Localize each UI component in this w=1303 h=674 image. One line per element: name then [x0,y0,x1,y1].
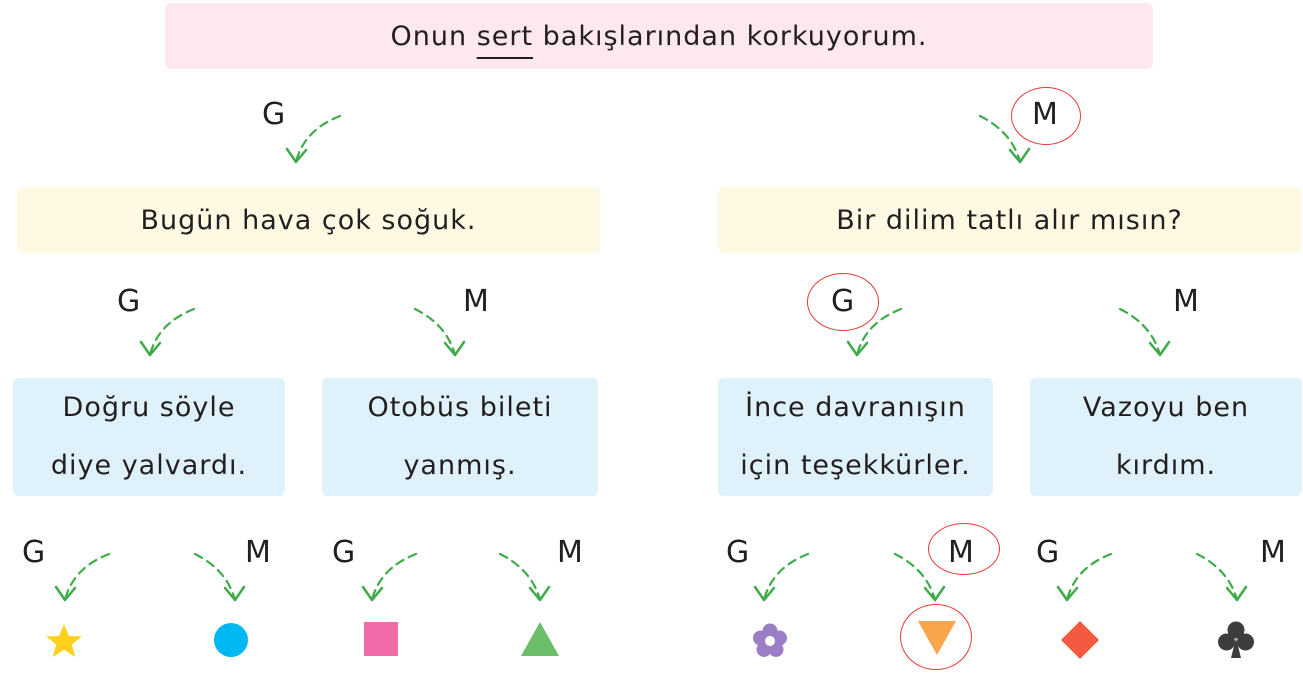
square-icon [364,622,398,656]
label-g-box2: G [332,535,356,570]
level3-box-3-line1: İnce davranışın [745,392,966,423]
diamond-icon [1061,621,1099,659]
highlight-circle-g-right [807,273,879,331]
arrow-m-box4 [1195,552,1248,602]
highlight-circle-m-root [1011,87,1081,145]
label-g-left: G [117,284,141,319]
level3-box-4-line2: kırdım. [1115,450,1217,481]
level3-box-1: Doğru söyle diye yalvardı. [13,378,285,496]
label-g-box1: G [22,535,46,570]
label-m-box1: M [245,535,271,570]
club-icon [1218,621,1254,658]
circle-icon [214,623,248,657]
star-icon [46,624,82,657]
underlined-word: sert [476,20,534,52]
arrow-g-root [285,114,342,164]
flower-icon [753,623,787,657]
root-sentence: Onun sert bakışlarından korkuyorum. [390,20,928,52]
level3-box-2-line2: yanmış. [403,450,517,481]
arrow-g-box4 [1056,552,1113,602]
level3-box-2: Otobüs bileti yanmış. [322,378,598,496]
arrow-g-box1 [54,552,111,602]
level3-box-4-line1: Vazoyu ben [1082,392,1250,423]
label-g-box3: G [726,535,750,570]
root-sentence-box: Onun sert bakışlarından korkuyorum. [165,3,1153,69]
arrow-g-left [139,307,196,357]
level3-box-2-line1: Otobüs bileti [367,392,553,423]
arrow-m-left [413,307,466,357]
arrow-m-box2 [498,552,551,602]
level3-box-1-line1: Doğru söyle [62,392,236,423]
label-m-box4: M [1260,535,1286,570]
arrow-g-box2 [361,552,418,602]
highlight-circle-triangle-down [900,604,972,670]
level2-right-box: Bir dilim tatlı alır mısın? [718,187,1301,253]
label-m-box2: M [557,535,583,570]
arrow-m-box1 [193,552,246,602]
triangle-down-icon [918,621,956,655]
level3-box-3-line2: için teşekkürler. [740,450,971,481]
label-m-right: M [1173,284,1199,319]
level3-box-1-line2: diye yalvardı. [50,450,248,481]
triangle-icon [521,622,559,656]
arrow-g-box3 [753,552,810,602]
level2-left-box: Bugün hava çok soğuk. [17,187,600,253]
label-g-box4: G [1036,535,1060,570]
level3-box-4: Vazoyu ben kırdım. [1030,378,1302,496]
label-m-left: M [463,284,489,319]
highlight-circle-m-box3 [928,523,1000,575]
level3-box-3: İnce davranışın için teşekkürler. [718,378,993,496]
arrow-m-right [1118,307,1171,357]
label-g-root: G [262,97,286,132]
